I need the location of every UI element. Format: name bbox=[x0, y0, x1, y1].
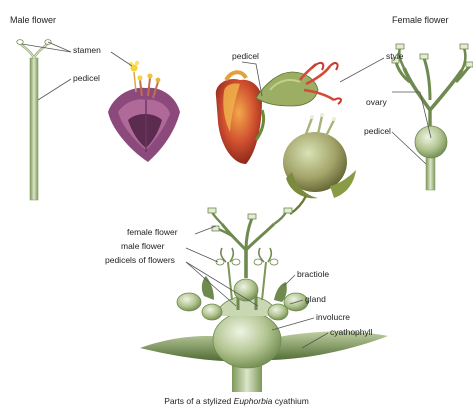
label-gland: gland bbox=[305, 295, 326, 304]
caption-genus: Euphorbia bbox=[234, 396, 273, 406]
label-female-flower: female flower bbox=[127, 228, 178, 237]
label-involucre: involucre bbox=[316, 313, 350, 322]
male-flower-photo bbox=[108, 61, 180, 162]
label-bractiole: bractiole bbox=[297, 270, 329, 279]
female-flower-drawing bbox=[392, 44, 473, 190]
label-male-flower: male flower bbox=[121, 242, 164, 251]
male-flower-drawing bbox=[17, 40, 51, 200]
female-flower-title: Female flower bbox=[392, 16, 449, 25]
male-flower-title: Male flower bbox=[10, 16, 56, 25]
label-stamen: stamen bbox=[73, 46, 101, 55]
label-ovary: ovary bbox=[366, 98, 387, 107]
fruit-photo bbox=[283, 113, 356, 214]
caption-prefix: Parts of a stylized bbox=[164, 396, 233, 406]
caption-suffix: cyathium bbox=[272, 396, 308, 406]
label-pedicel-male: pedicel bbox=[73, 74, 100, 83]
label-pedicel-female: pedicel bbox=[364, 127, 391, 136]
label-pedicel-photo: pedicel bbox=[232, 52, 259, 61]
label-pedicels-of-flowers: pedicels of flowers bbox=[105, 256, 175, 265]
label-style: style bbox=[386, 52, 403, 61]
label-cyathophyll: cyathophyll bbox=[330, 328, 373, 337]
figure-caption: Parts of a stylized Euphorbia cyathium bbox=[0, 396, 473, 406]
